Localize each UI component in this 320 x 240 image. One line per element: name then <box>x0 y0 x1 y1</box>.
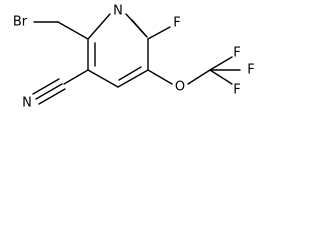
atom-nitrile-nitrogen: N <box>22 96 32 111</box>
bond-o-cf3 <box>187 69 211 85</box>
bond-c6-f <box>147 26 171 40</box>
bond-c3-cn <box>63 69 89 85</box>
pyridine-ring <box>87 13 149 88</box>
bond-c5-c4-inner <box>118 66 142 81</box>
bond-cf3-f-bottom <box>209 69 233 85</box>
bond-triple-2 <box>32 78 60 95</box>
bond-c5-c4 <box>117 69 149 88</box>
chemical-structure-diagram: Br N F N O F F F <box>13 4 255 111</box>
nitrile-group <box>32 69 89 105</box>
atom-cf3-fluorine-top: F <box>233 46 240 61</box>
bond-triple-3 <box>38 88 66 105</box>
bond-c6-c6-double <box>131 19 148 38</box>
atom-ring-nitrogen: N <box>113 4 123 19</box>
bond-c2-n1 <box>87 13 111 40</box>
bond-c5-o <box>147 69 173 85</box>
bond-c4-c3 <box>87 69 119 88</box>
atom-bromine: Br <box>13 15 28 30</box>
atom-ether-oxygen: O <box>175 80 185 95</box>
bromomethyl-group <box>33 21 89 40</box>
atom-cf3-fluorine-bottom: F <box>233 83 240 98</box>
bond-cf3-f-top <box>209 56 233 71</box>
atom-ring-fluorine: F <box>173 16 180 31</box>
trifluoromethoxy-group <box>147 56 241 85</box>
bond-c2-ch2 <box>57 21 89 40</box>
atom-cf3-fluorine-right: F <box>247 63 254 78</box>
bond-triple-1 <box>35 83 63 100</box>
